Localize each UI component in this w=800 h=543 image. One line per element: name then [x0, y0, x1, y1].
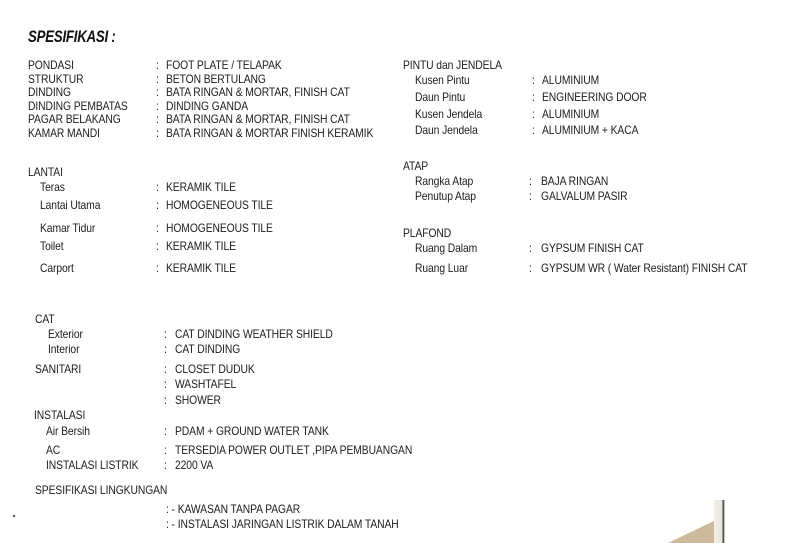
spec-label: Daun Pintu — [415, 90, 466, 104]
spec-colon: : — [156, 261, 159, 275]
spec-label: Air Bersih — [46, 424, 90, 438]
spec-label: Exterior — [48, 327, 83, 341]
spec-colon: : — [164, 377, 167, 391]
spec-colon: : — [156, 221, 159, 235]
spec-value: : - INSTALASI JARINGAN LISTRIK DALAM TAN… — [166, 517, 399, 531]
section-heading: PLAFOND — [403, 226, 452, 240]
spec-value: BATA RINGAN & MORTAR, FINISH CAT — [166, 112, 350, 126]
spec-label: STRUKTUR — [28, 71, 84, 86]
spec-label: Ruang Dalam — [415, 241, 478, 255]
spec-value: BATA RINGAN & MORTAR, FINISH CAT — [166, 85, 350, 99]
spec-colon: : — [532, 107, 535, 121]
spec-colon: : — [164, 327, 167, 341]
spec-value: WASHTAFEL — [175, 377, 237, 391]
spec-label: PONDASI — [28, 58, 74, 72]
spec-value: BETON BERTULANG — [166, 71, 266, 86]
spec-label: Daun Jendela — [415, 123, 478, 137]
spec-value: ENGINEERING DOOR — [542, 90, 647, 104]
spec-colon: : — [156, 112, 159, 126]
spec-value: HOMOGENEOUS TILE — [166, 198, 273, 212]
spec-label: DINDING PEMBATAS — [28, 98, 128, 113]
spec-label: Kusen Pintu — [415, 73, 470, 87]
spec-label: Interior — [48, 342, 80, 356]
spec-value: CLOSET DUDUK — [175, 362, 255, 376]
spec-value: 2200 VA — [175, 458, 214, 472]
spec-label: Ruang Luar — [415, 261, 469, 275]
spec-label: Teras — [40, 180, 65, 194]
spec-value: DINDING GANDA — [166, 98, 249, 113]
spec-label: KAMAR MANDI — [28, 125, 100, 140]
spec-colon: : — [156, 198, 159, 212]
spec-colon: : — [529, 174, 532, 188]
spec-label: DINDING — [28, 85, 71, 99]
spec-value: BATA RINGAN & MORTAR FINISH KERAMIK — [166, 125, 374, 140]
spec-colon: : — [156, 85, 159, 99]
spec-value: BAJA RINGAN — [541, 174, 609, 188]
spec-label: Rangka Atap — [415, 174, 474, 188]
spec-value: GYPSUM FINISH CAT — [541, 241, 644, 255]
stray-dot — [13, 515, 15, 517]
spec-colon: : — [164, 393, 167, 407]
spec-value: ALUMINIUM — [542, 107, 600, 121]
spec-colon: : — [156, 58, 159, 72]
building-pillar-fragment — [714, 500, 725, 543]
spec-colon: : — [164, 362, 167, 376]
spec-label: Kamar Tidur — [40, 221, 96, 235]
spec-colon: : — [156, 180, 159, 194]
spec-colon: : — [532, 90, 535, 104]
spec-label: SANITARI — [35, 362, 82, 376]
spec-colon: : — [164, 443, 167, 457]
spec-value: CAT DINDING WEATHER SHIELD — [175, 327, 333, 341]
spec-value: HOMOGENEOUS TILE — [166, 221, 273, 235]
spec-label: Carport — [40, 261, 74, 275]
spec-colon: : — [532, 73, 535, 87]
spec-colon: : — [156, 98, 159, 113]
spec-label: Lantai Utama — [40, 198, 101, 212]
section-heading: SPESIFIKASI LINGKUNGAN — [35, 483, 168, 497]
spec-value: KERAMIK TILE — [166, 239, 236, 253]
spec-colon: : — [156, 239, 159, 253]
spec-value: KERAMIK TILE — [166, 180, 236, 194]
building-roof-fragment — [668, 520, 716, 543]
spec-colon: : — [529, 189, 532, 203]
spec-colon: : — [529, 241, 532, 255]
spec-value: : - KAWASAN TANPA PAGAR — [166, 502, 301, 516]
spec-colon: : — [164, 424, 167, 438]
section-heading: ATAP — [403, 159, 429, 173]
spec-value: ALUMINIUM — [542, 73, 600, 87]
section-heading: CAT — [35, 312, 55, 326]
spec-value: GYPSUM WR ( Water Resistant) FINISH CAT — [541, 261, 748, 275]
spec-label: Toilet — [40, 239, 64, 253]
spec-value: ALUMINIUM + KACA — [542, 123, 639, 137]
spec-colon: : — [164, 458, 167, 472]
spec-value: TERSEDIA POWER OUTLET ,PIPA PEMBUANGAN — [175, 443, 413, 457]
spec-label: PAGAR BELAKANG — [28, 112, 121, 126]
spec-value: KERAMIK TILE — [166, 261, 236, 275]
spec-value: PDAM + GROUND WATER TANK — [175, 424, 329, 438]
spec-colon: : — [529, 261, 532, 275]
spec-value: GALVALUM PASIR — [541, 189, 628, 203]
spec-colon: : — [164, 342, 167, 356]
section-heading: PINTU dan JENDELA — [403, 58, 502, 72]
spec-label: AC — [46, 443, 61, 457]
section-heading: INSTALASI — [34, 408, 86, 422]
spec-label: Kusen Jendela — [415, 107, 483, 121]
spec-label: Penutup Atap — [415, 189, 476, 203]
spec-colon: : — [532, 123, 535, 137]
spec-value: SHOWER — [175, 393, 221, 407]
spec-label: INSTALASI LISTRIK — [46, 458, 139, 472]
spec-value: CAT DINDING — [175, 342, 241, 356]
spec-value: FOOT PLATE / TELAPAK — [166, 58, 282, 72]
spec-colon: : — [156, 71, 159, 86]
page-title: SPESIFIKASI : — [28, 27, 116, 46]
section-heading: LANTAI — [28, 165, 63, 179]
spec-colon: : — [156, 125, 159, 140]
